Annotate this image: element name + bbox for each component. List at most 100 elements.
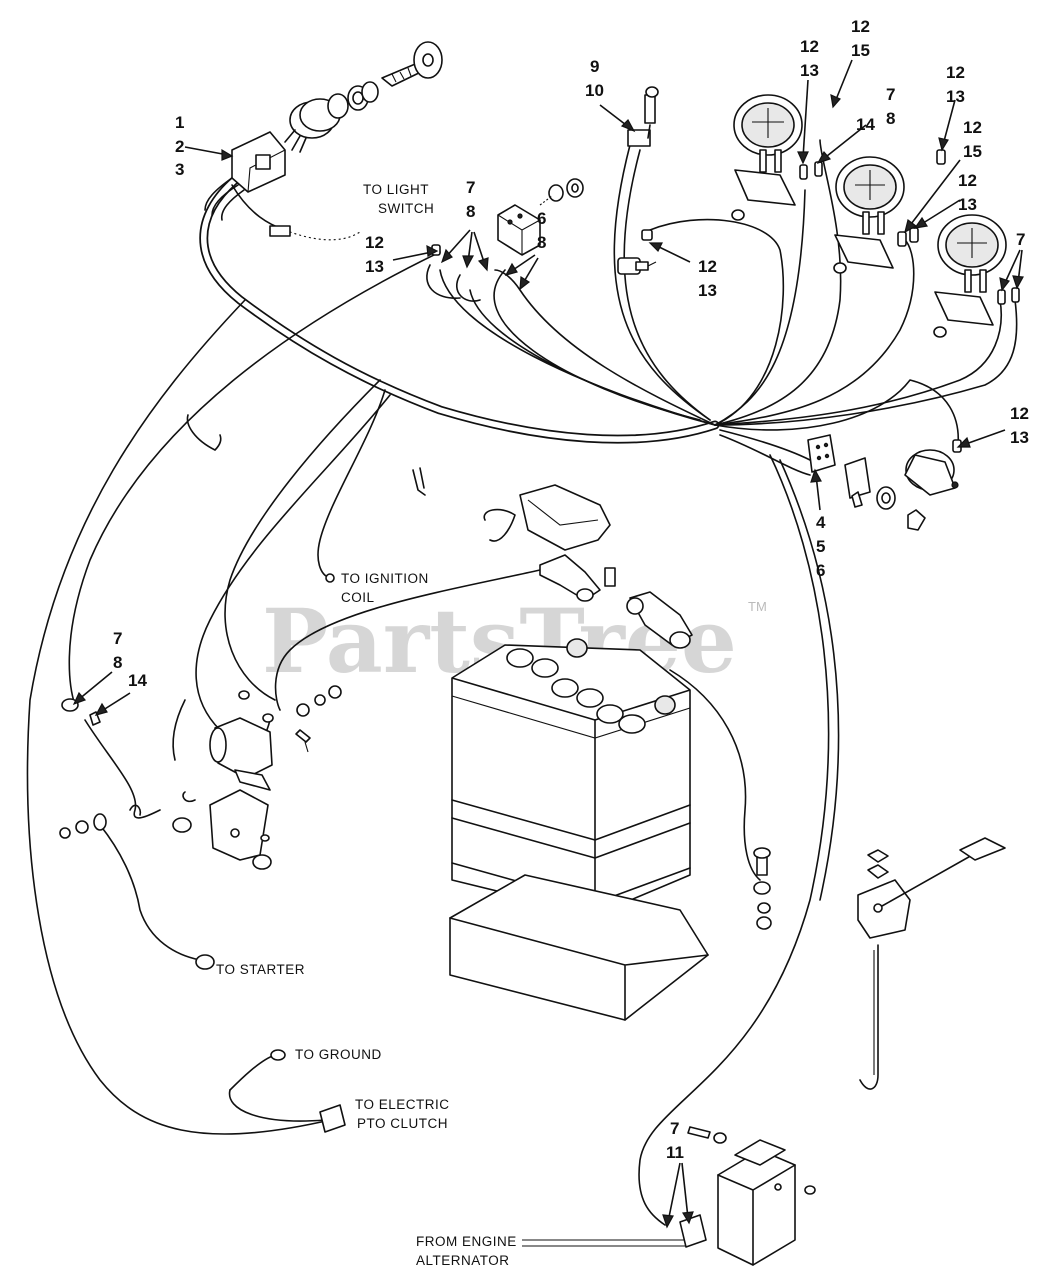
callout-14-low: 14 xyxy=(128,671,147,690)
svg-text:8: 8 xyxy=(886,109,895,128)
long-wires xyxy=(26,251,840,1247)
svg-text:13: 13 xyxy=(365,257,384,276)
svg-text:12: 12 xyxy=(1010,404,1029,423)
svg-text:7: 7 xyxy=(670,1119,679,1138)
label-to-ground: TO GROUND xyxy=(295,1047,382,1062)
starter-bracket xyxy=(129,789,272,870)
svg-text:TO ELECTRIC: TO ELECTRIC xyxy=(355,1097,450,1112)
gauge-2 xyxy=(833,156,905,274)
svg-text:8: 8 xyxy=(537,233,546,252)
svg-text:6: 6 xyxy=(816,561,825,580)
main-wire-harness xyxy=(199,175,720,444)
svg-text:12: 12 xyxy=(851,17,870,36)
svg-text:12: 12 xyxy=(963,118,982,137)
ignition-key-icon xyxy=(381,41,443,87)
svg-text:FROM ENGINE: FROM ENGINE xyxy=(416,1234,517,1249)
negative-clamp xyxy=(626,591,693,649)
svg-text:3: 3 xyxy=(175,160,184,179)
svg-text:8: 8 xyxy=(113,653,122,672)
gauge-connectors xyxy=(431,149,1020,453)
svg-text:PTO CLUTCH: PTO CLUTCH xyxy=(357,1116,448,1131)
cable-clip xyxy=(483,508,516,542)
callout-1-2-3: 1 2 3 xyxy=(175,113,184,179)
callout-7-8-low: 7 8 xyxy=(113,629,122,672)
callout-12-13-left: 12 13 xyxy=(365,233,384,276)
pto-switch-connector xyxy=(627,86,659,147)
svg-text:12: 12 xyxy=(958,171,977,190)
svg-text:TO STARTER: TO STARTER xyxy=(216,962,305,977)
battery-cell-caps xyxy=(506,638,676,734)
label-from-engine-alternator: FROM ENGINE ALTERNATOR xyxy=(416,1234,517,1268)
svg-text:7: 7 xyxy=(466,178,475,197)
callout-9-10: 9 10 xyxy=(585,57,604,100)
callout-12-13-right2: 12 13 xyxy=(958,171,977,214)
svg-text:11: 11 xyxy=(666,1143,684,1162)
callout-7-8-top: 7 8 xyxy=(886,85,895,128)
pto-connector xyxy=(270,1049,346,1133)
callout-7-right: 7 xyxy=(1016,230,1025,249)
battery-tray xyxy=(449,874,709,1021)
sender-unit xyxy=(617,257,657,275)
svg-text:12: 12 xyxy=(365,233,384,252)
svg-text:TO GROUND: TO GROUND xyxy=(295,1047,382,1062)
callout-7-11: 7 11 xyxy=(666,1119,684,1162)
svg-text:10: 10 xyxy=(585,81,604,100)
svg-text:5: 5 xyxy=(816,537,825,556)
starter-solenoid xyxy=(209,685,342,791)
callout-12-15-right: 12 15 xyxy=(963,118,982,161)
harness-clip-2 xyxy=(412,467,426,496)
svg-text:15: 15 xyxy=(963,142,982,161)
callout-4-5-6: 4 5 6 xyxy=(816,513,826,580)
label-to-light-switch: TO LIGHT SWITCH xyxy=(363,182,434,216)
ignition-nut xyxy=(327,81,379,119)
callout-14-top: 14 xyxy=(856,115,875,134)
label-to-starter: TO STARTER xyxy=(216,962,305,977)
watermark-tm: TM xyxy=(748,599,767,614)
harness-clip-1 xyxy=(186,414,222,451)
svg-text:15: 15 xyxy=(851,41,870,60)
callout-12-13-top: 12 13 xyxy=(800,37,819,80)
gauge-1 xyxy=(731,94,803,221)
callout-12-15-top: 12 15 xyxy=(851,17,870,60)
voltage-regulator xyxy=(679,1126,816,1266)
switch-body xyxy=(844,457,871,508)
svg-text:7: 7 xyxy=(1016,230,1025,249)
callout-12-13-right1: 12 13 xyxy=(946,63,965,106)
hour-meter xyxy=(876,449,959,531)
svg-text:SWITCH: SWITCH xyxy=(378,201,434,216)
svg-text:2: 2 xyxy=(175,137,184,156)
svg-text:TO IGNITION: TO IGNITION xyxy=(341,571,429,586)
svg-text:14: 14 xyxy=(856,115,875,134)
label-to-electric-pto-clutch: TO ELECTRIC PTO CLUTCH xyxy=(355,1097,450,1131)
callout-12-13-mid: 12 13 xyxy=(698,257,717,300)
starter-cable-hardware xyxy=(59,698,215,970)
terminal-block xyxy=(497,178,584,256)
svg-text:12: 12 xyxy=(698,257,717,276)
svg-text:COIL: COIL xyxy=(341,590,375,605)
gauge-3 xyxy=(933,214,1007,338)
terminal-cover xyxy=(519,484,611,551)
svg-text:13: 13 xyxy=(800,61,819,80)
light-switch-lead xyxy=(231,184,361,241)
callout-6-8: 6 8 xyxy=(537,209,546,252)
svg-text:12: 12 xyxy=(800,37,819,56)
svg-text:13: 13 xyxy=(946,87,965,106)
svg-text:4: 4 xyxy=(816,513,826,532)
svg-text:9: 9 xyxy=(590,57,599,76)
callout-7-8-left: 7 8 xyxy=(466,178,475,221)
svg-text:13: 13 xyxy=(1010,428,1029,447)
svg-text:ALTERNATOR: ALTERNATOR xyxy=(416,1253,510,1268)
connector-block xyxy=(807,434,836,473)
svg-text:7: 7 xyxy=(886,85,895,104)
callout-arrows xyxy=(72,59,1024,1229)
svg-text:13: 13 xyxy=(958,195,977,214)
callout-12-13-lower: 12 13 xyxy=(1010,404,1029,447)
svg-text:1: 1 xyxy=(175,113,184,132)
svg-text:14: 14 xyxy=(128,671,147,690)
positive-clamp xyxy=(539,554,616,602)
svg-text:13: 13 xyxy=(698,281,717,300)
battery-hold-down xyxy=(857,837,1006,1090)
svg-text:TO LIGHT: TO LIGHT xyxy=(363,182,429,197)
